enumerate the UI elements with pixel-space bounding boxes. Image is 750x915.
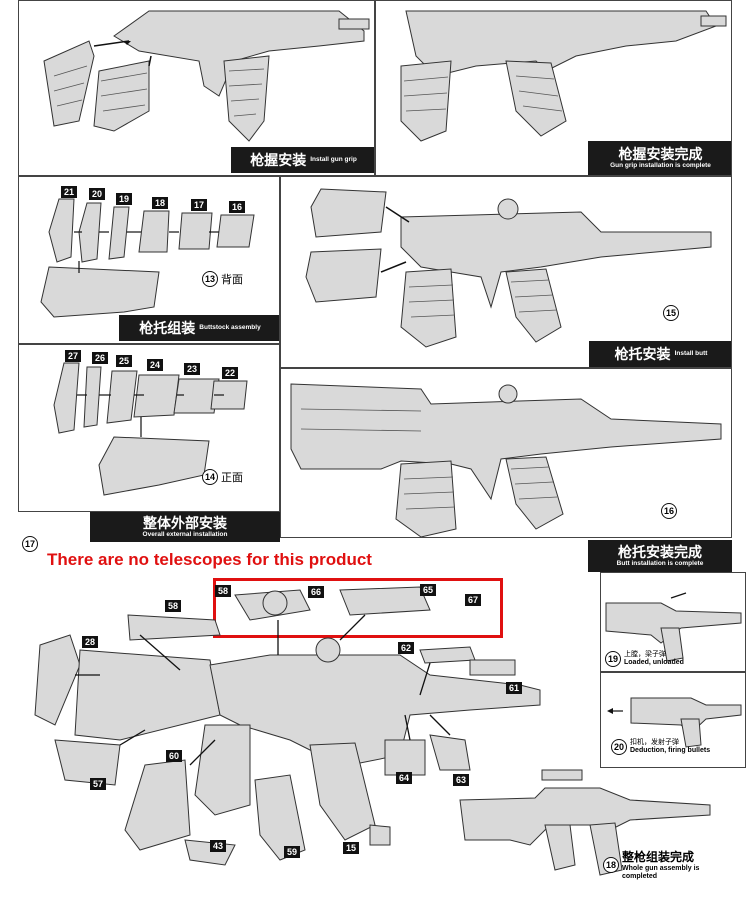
- part-tag-15: 15: [343, 842, 360, 854]
- panel3-title-cn: 枪托组装: [139, 320, 196, 336]
- side-step-19-en: Loaded, unloaded: [624, 659, 684, 666]
- part-tag-19: 19: [116, 193, 133, 205]
- full-assembly-illustration: [34, 586, 541, 866]
- side-step-20-cn: 扣机，发射子弹: [630, 739, 679, 746]
- panel7-banner: 枪托安装完成 Butt installation is complete: [588, 540, 732, 572]
- side-step-20-label: 20 扣机，发射子弹 Deduction, firing bullets: [611, 739, 710, 755]
- panel-grip-complete: 枪握安装完成 Gun grip installation is complete: [375, 0, 732, 176]
- part-tag-66: 66: [308, 586, 325, 598]
- step-18-number: 18: [603, 856, 619, 873]
- step-18-cn: 整枪组装完成: [622, 850, 695, 864]
- overall-gun-illustration: [290, 383, 722, 537]
- part-tag-62: 62: [398, 642, 415, 654]
- step-13-label: 13 背面: [202, 271, 243, 287]
- part-tag-57: 57: [90, 778, 107, 790]
- side-step-19-number: 19: [605, 651, 621, 667]
- panel6-banner: 整体外部安装 Overall external installation: [90, 512, 280, 542]
- telescope-highlight-box: [213, 578, 503, 638]
- part-tag-22: 22: [222, 367, 239, 379]
- panel-buttstock-front: 27 26 25 24 23 22 14 正面: [18, 344, 280, 512]
- part-tag-25: 25: [116, 355, 133, 367]
- part-tag-18: 18: [152, 197, 169, 209]
- panel6-title-en: Overall external installation: [142, 531, 228, 538]
- buttstock-back-illustration: [40, 198, 255, 318]
- part-tag-59: 59: [284, 846, 301, 858]
- install-butt-illustration: [305, 188, 712, 348]
- side-step-19-cn: 上膛，梁子弹: [624, 651, 666, 658]
- part-tag-60: 60: [166, 750, 183, 762]
- part-tag-17: 17: [191, 199, 208, 211]
- step-18-label: 18 整枪组装完成 Whole gun assembly is complete…: [603, 848, 702, 881]
- side-step-20-number: 20: [611, 739, 627, 755]
- part-tag-16: 16: [229, 201, 246, 213]
- side-step-20-en: Deduction, firing bullets: [630, 747, 711, 754]
- panel2-title-en: Gun grip installation is complete: [610, 162, 711, 169]
- panel2-title-cn: 枪握安装完成: [618, 146, 703, 162]
- part-tag-43: 43: [210, 840, 227, 852]
- part-tag-67: 67: [465, 594, 482, 606]
- part-tag-28: 28: [82, 636, 99, 648]
- part-tag-21: 21: [61, 186, 78, 198]
- part-tag-24: 24: [147, 359, 164, 371]
- step-16-number: 16: [661, 503, 677, 519]
- panel7-title-en: Butt installation is complete: [616, 560, 704, 567]
- panel4-banner: 枪托安装 Install butt: [589, 341, 731, 367]
- panel3-title-en: Buttstock assembly: [199, 324, 261, 331]
- panel-overall-external: 16: [280, 368, 732, 538]
- part-tag-20: 20: [89, 188, 106, 200]
- side-step-19-panel: 19 上膛，梁子弹 Loaded, unloaded: [600, 572, 746, 672]
- panel1-title-cn: 枪握安装: [250, 152, 307, 168]
- panel6-title-cn: 整体外部安装: [143, 515, 227, 531]
- panel1-title-en: Install gun grip: [310, 156, 357, 163]
- panel1-banner: 枪握安装 Install gun grip: [231, 147, 374, 173]
- panel-install-butt: 15 枪托安装 Install butt: [280, 176, 732, 368]
- loaded-gun-illustration: [605, 592, 742, 662]
- gun-grip-illustration: [43, 10, 370, 142]
- step-14-label: 14 正面: [202, 469, 243, 485]
- gun-grip-complete-illustration: [400, 10, 727, 142]
- part-tag-58a: 58: [215, 585, 232, 597]
- part-tag-63: 63: [453, 774, 470, 786]
- part-tag-65: 65: [420, 584, 437, 596]
- panel-install-grip: 枪握安装 Install gun grip: [18, 0, 375, 176]
- panel3-banner: 枪托组装 Buttstock assembly: [119, 315, 279, 341]
- part-tag-61: 61: [506, 682, 523, 694]
- side-step-19-label: 19 上膛，梁子弹 Loaded, unloaded: [605, 651, 684, 667]
- buttstock-front-illustration: [53, 362, 248, 496]
- step-13-number: 13: [202, 271, 218, 287]
- step-18-en: Whole gun assembly is completed: [622, 865, 700, 880]
- step-14-text: 正面: [221, 472, 243, 484]
- step-13-text: 背面: [221, 274, 243, 286]
- firing-gun-illustration: [607, 697, 742, 748]
- part-tag-26: 26: [92, 352, 109, 364]
- panel4-title-en: Install butt: [674, 350, 708, 357]
- part-tag-58b: 58: [165, 600, 182, 612]
- step-14-number: 14: [202, 469, 218, 485]
- step-17-number: 17: [22, 536, 38, 552]
- panel2-banner: 枪握安装完成 Gun grip installation is complete: [588, 141, 731, 175]
- part-tag-27: 27: [65, 350, 82, 362]
- panel7-title-cn: 枪托安装完成: [618, 544, 702, 560]
- side-step-20-panel: 20 扣机，发射子弹 Deduction, firing bullets: [600, 672, 746, 768]
- part-tag-64: 64: [396, 772, 413, 784]
- step-15-number: 15: [663, 305, 679, 321]
- whole-gun-illustration: [459, 769, 711, 876]
- panel-buttstock-back: 21 20 19 18 17 16 13 背面 枪托组装 Buttstock a…: [18, 176, 280, 344]
- no-telescope-notice: There are no telescopes for this product: [47, 550, 372, 569]
- panel4-title-cn: 枪托安装: [614, 346, 671, 362]
- part-tag-23: 23: [184, 363, 201, 375]
